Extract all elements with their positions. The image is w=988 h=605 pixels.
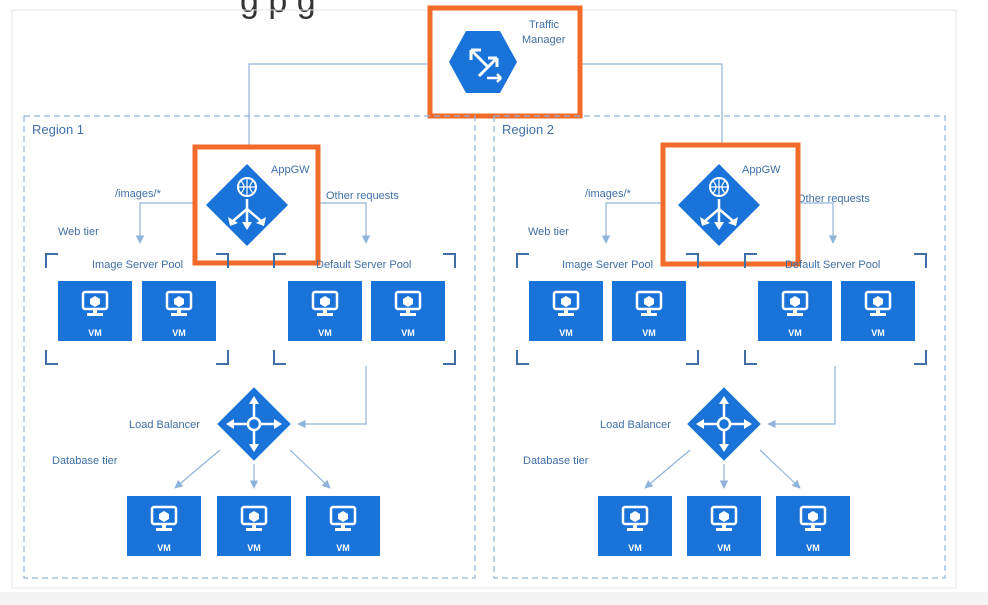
appgw-node: AppGW	[192, 144, 321, 266]
vm-label: VM	[336, 543, 350, 553]
vm-tile: VM	[304, 494, 382, 558]
vm-tile: VM	[685, 494, 763, 558]
load-balancer-label: Load Balancer	[129, 419, 200, 431]
tm-to-appgw2-line	[580, 63, 727, 159]
region-2: Region 2 /images/* Other requests Web ti…	[493, 115, 946, 579]
traffic-manager-label-1: Traffic	[529, 19, 559, 31]
vm-label: VM	[318, 328, 332, 338]
region-1-title: Region 1	[32, 122, 84, 137]
vm-tile: VM	[596, 494, 674, 558]
default-pool-bracket	[273, 253, 456, 365]
vm-tile: VM	[369, 279, 447, 343]
route-other-label: Other requests	[797, 193, 870, 205]
route-other-label: Other requests	[326, 190, 399, 202]
web-tier-label: Web tier	[58, 226, 99, 238]
appgw-label: AppGW	[271, 164, 310, 176]
vm-label: VM	[642, 328, 656, 338]
vm-tile: VM	[774, 494, 852, 558]
vm-label: VM	[88, 328, 102, 338]
vm-label: VM	[172, 328, 186, 338]
vm-label: VM	[717, 543, 731, 553]
vm-tile: VM	[610, 279, 688, 343]
lb-to-db-line	[759, 449, 801, 489]
vm-label: VM	[871, 328, 885, 338]
lb-to-db-line	[174, 449, 221, 489]
region-1: Region 1 /images/* Other requests Web ti…	[23, 115, 476, 579]
pool-to-lb-line	[297, 366, 367, 429]
default-pool-label: Default Server Pool	[316, 259, 411, 271]
database-tier-label: Database tier	[523, 455, 589, 467]
database-tier-label: Database tier	[52, 455, 118, 467]
load-balancer-icon	[685, 385, 763, 463]
vm-label: VM	[401, 328, 415, 338]
image-pool-bracket	[45, 253, 229, 365]
tm-to-appgw1-line	[244, 63, 430, 159]
vm-tile: VM	[527, 279, 605, 343]
web-tier-label: Web tier	[528, 226, 569, 238]
traffic-manager-icon	[449, 31, 517, 93]
default-pool-label: Default Server Pool	[785, 259, 880, 271]
traffic-manager-node: Traffic Manager	[427, 5, 583, 119]
lb-to-db-line	[289, 449, 331, 489]
route-images-label: /images/*	[585, 188, 632, 200]
bottom-strip	[0, 592, 988, 605]
appgw-node: AppGW	[660, 142, 801, 267]
traffic-manager-label-2: Manager	[522, 34, 566, 46]
vm-tile: VM	[839, 279, 917, 343]
vm-label: VM	[806, 543, 820, 553]
vm-tile: VM	[140, 279, 218, 343]
load-balancer-label: Load Balancer	[600, 419, 671, 431]
route-images-label: /images/*	[115, 188, 162, 200]
vm-label: VM	[559, 328, 573, 338]
load-balancer-icon	[215, 385, 293, 463]
lb-to-db-line	[644, 449, 691, 489]
vm-label: VM	[247, 543, 261, 553]
region-1-boundary	[23, 115, 476, 579]
image-pool-label: Image Server Pool	[562, 259, 653, 271]
vm-tile: VM	[125, 494, 203, 558]
region-2-title: Region 2	[502, 122, 554, 137]
pool-to-lb-line	[767, 366, 836, 429]
vm-label: VM	[788, 328, 802, 338]
image-pool-bracket	[516, 253, 699, 365]
image-pool-label: Image Server Pool	[92, 259, 183, 271]
vm-label: VM	[628, 543, 642, 553]
appgw-label: AppGW	[742, 164, 781, 176]
vm-label: VM	[157, 543, 171, 553]
vm-tile: VM	[56, 279, 134, 343]
region-2-boundary	[493, 115, 946, 579]
default-pool-bracket	[744, 253, 927, 365]
vm-tile: VM	[756, 279, 834, 343]
vm-tile: VM	[286, 279, 364, 343]
vm-tile: VM	[215, 494, 293, 558]
